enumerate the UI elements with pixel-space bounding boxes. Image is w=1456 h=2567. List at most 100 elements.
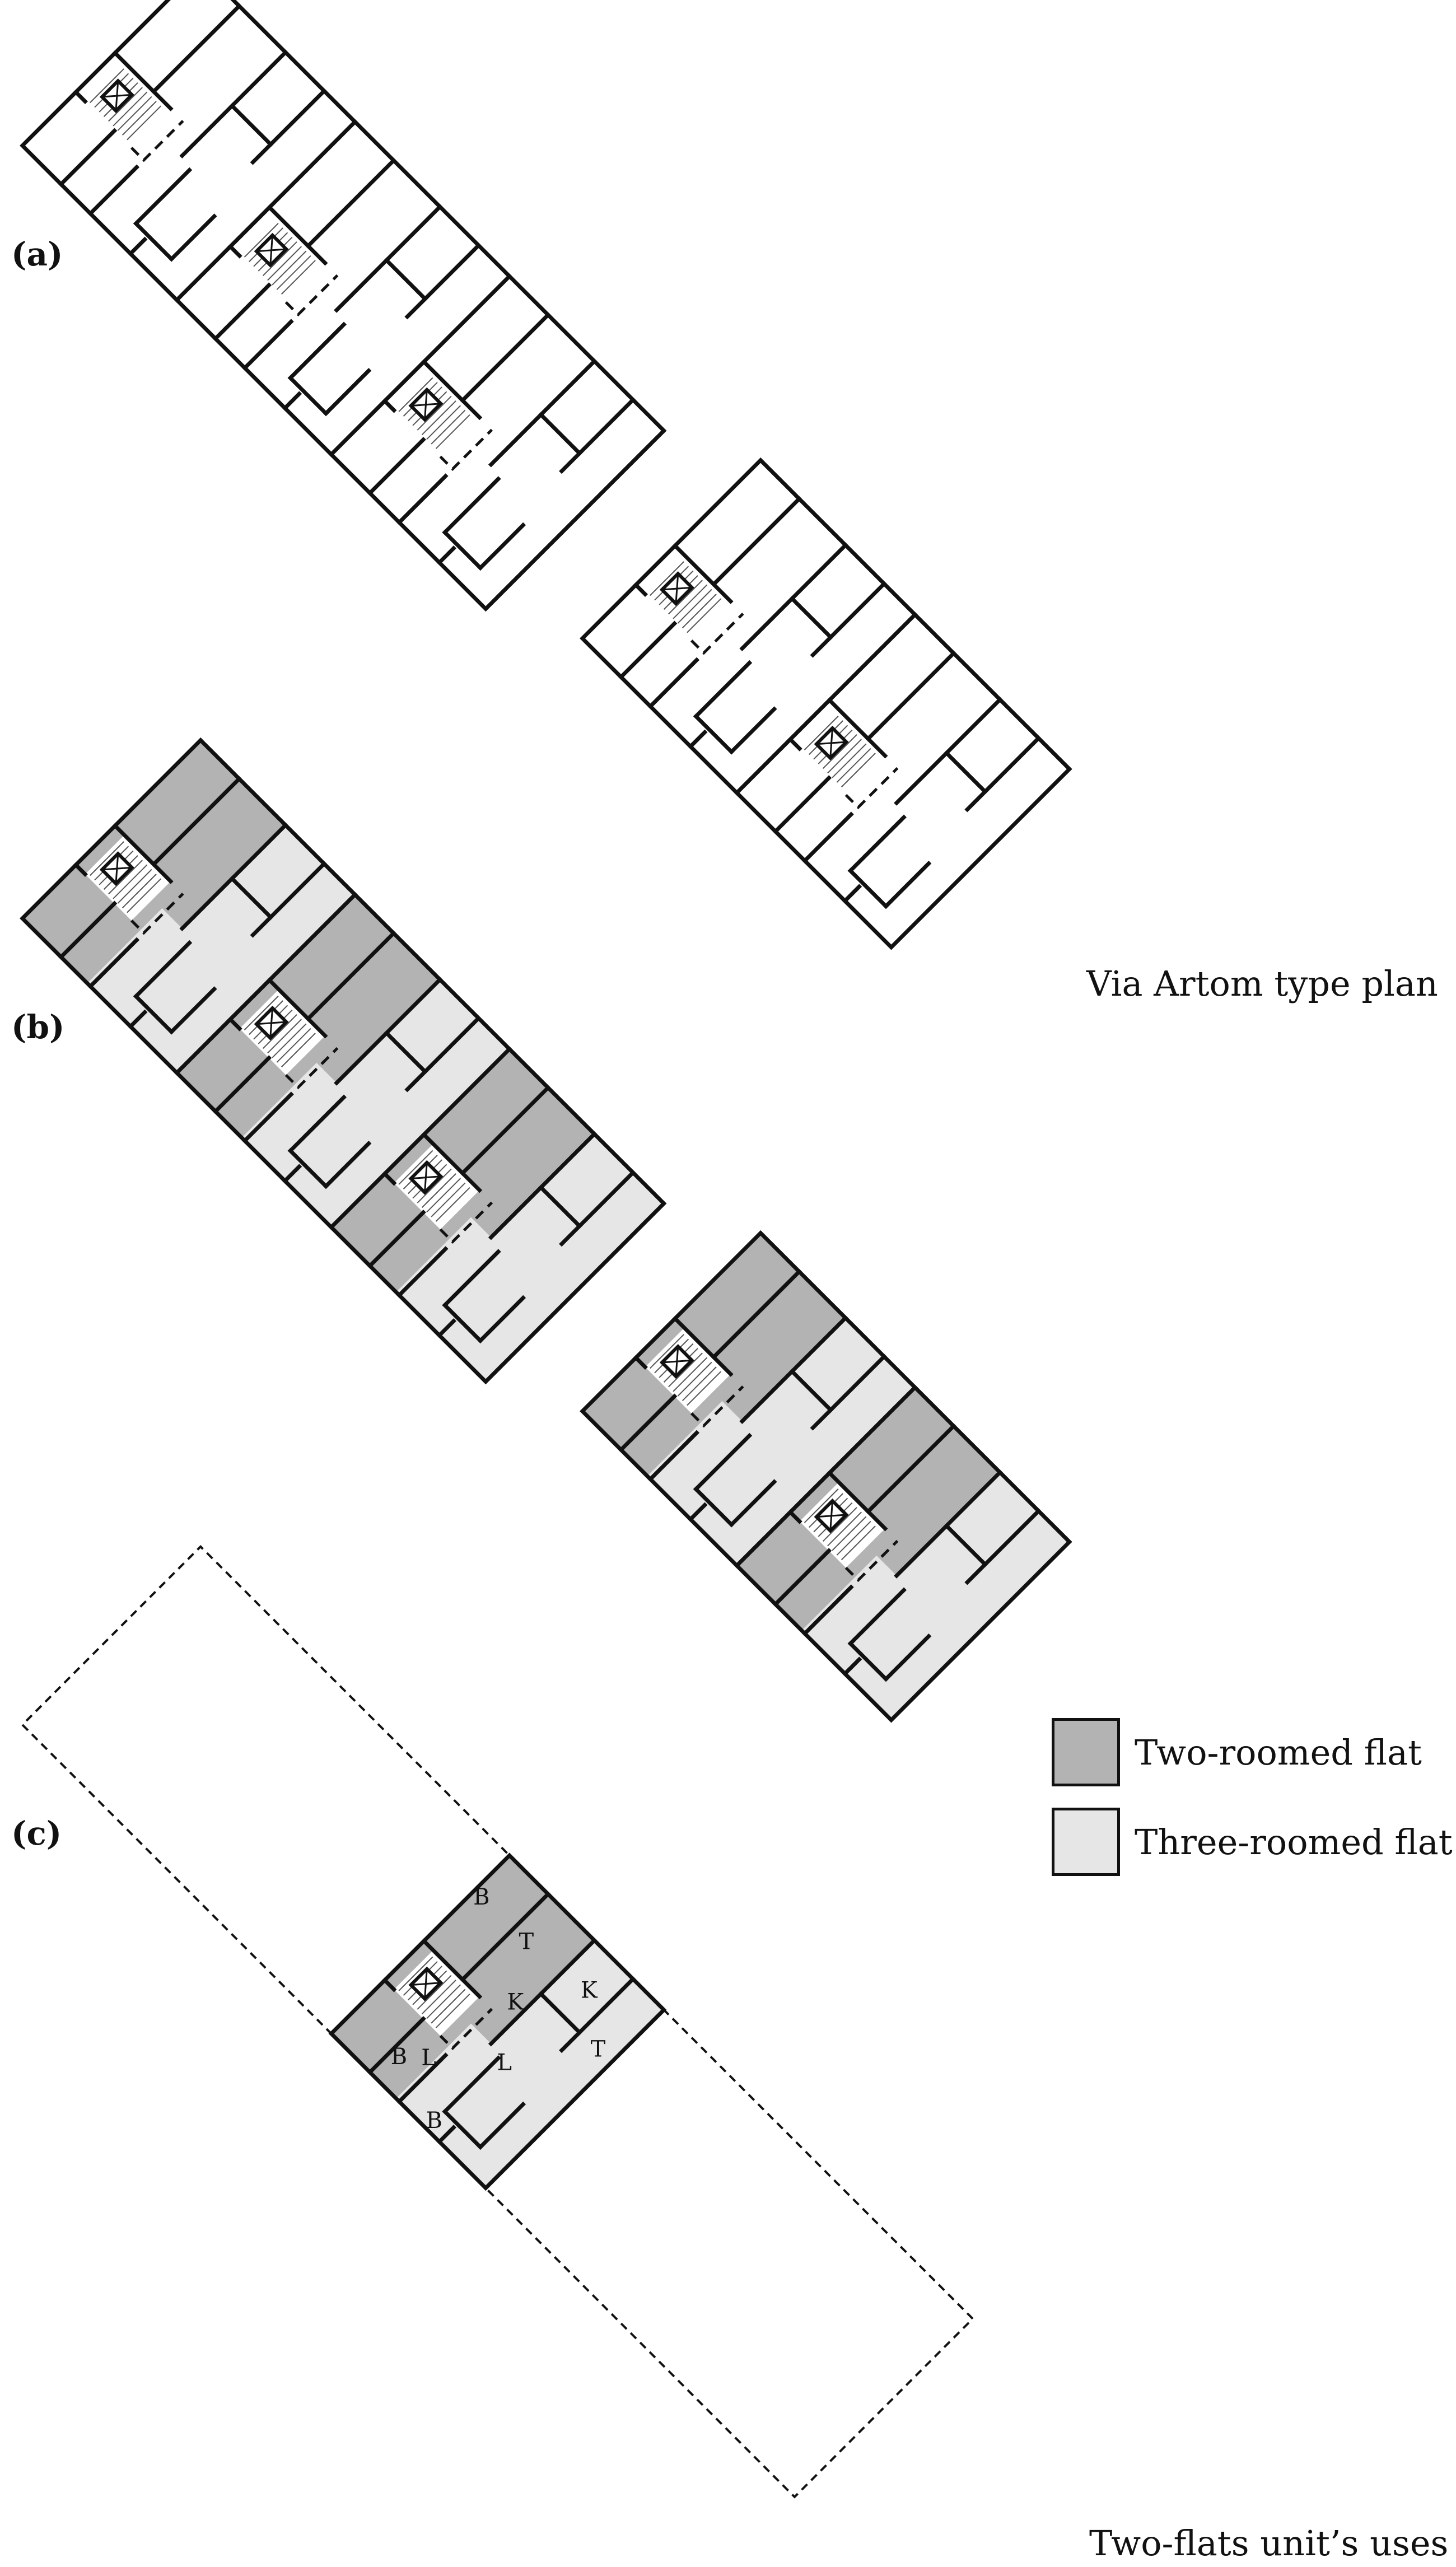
unit-b1-0-stair-tread: [127, 878, 162, 913]
unit-a1-1-wall: [212, 282, 272, 342]
unit-b1-2-stair-tread: [435, 1187, 470, 1222]
unit-b1-1-wall: [287, 1094, 347, 1154]
unit-a1-1-wall: [404, 242, 482, 320]
panel-label-b: (b): [11, 1008, 65, 1046]
unit-c-0-wall: [367, 2016, 426, 2075]
unit-a1-1-stair-tread: [276, 255, 311, 290]
unit-b2-0-wall: [693, 1432, 753, 1492]
unit-b1-1-wall: [287, 1147, 329, 1189]
unit-b1-1-wall: [282, 1164, 302, 1184]
unit-b2-0-stair-tread: [677, 1361, 712, 1397]
unit-b1-0-wall: [229, 875, 274, 920]
unit-a1-0-wall: [87, 164, 140, 217]
legend-swatch-two-room: [1052, 1718, 1120, 1786]
b2-unit: [580, 1230, 918, 1569]
unit-a2-0-stair-tread: [687, 598, 722, 633]
unit-a1-2-stair-core: [394, 371, 480, 457]
unit-a1-0-wall: [58, 128, 118, 187]
unit-b1-2-three-room-area: [396, 1134, 664, 1382]
unit-a1-0-landing-dash: [130, 120, 184, 162]
unit-b2-0-wall: [739, 1315, 848, 1424]
unit-b2-1-wall: [894, 1469, 1003, 1579]
caption-unit: Two-flats unit’s uses: [1089, 2523, 1449, 2564]
b2-unit: [734, 1384, 1072, 1723]
unit-b1-0-lift-cross-b: [115, 853, 119, 884]
unit-b1-2-stair-tread: [421, 1173, 456, 1208]
a1-unit: [328, 273, 667, 612]
unit-b1-2-stair-tread: [431, 1182, 466, 1217]
unit-a1-1-lift-cross-b: [269, 235, 274, 265]
unit-b1-0-stair-tread: [122, 874, 157, 909]
unit-b1-1-three-room-area: [241, 979, 510, 1228]
unit-b1-0-wall: [133, 940, 193, 1000]
unit-a2-1-wall: [865, 650, 956, 742]
unit-a1-1-landing-dash: [284, 274, 339, 317]
unit-b1-1-lift-cross-b: [269, 1008, 274, 1038]
unit-a2-1-stair-tread: [832, 743, 867, 778]
unit-c-0-stair-tread: [398, 1956, 433, 1991]
unit-b1-0-wall: [112, 823, 174, 884]
a1-block: [20, 0, 667, 612]
unit-b1-2-stair-tread: [417, 1168, 452, 1203]
unit-a1-2-wall: [421, 359, 483, 421]
unit-a1-0-stair-tread: [117, 96, 152, 131]
unit-b2-1-stair-tread: [836, 1520, 871, 1556]
b2-block: [580, 1230, 1072, 1723]
unit-b2-1-wall: [827, 1470, 888, 1532]
unit-a1-2-outline: [328, 273, 667, 612]
unit-b1-0-landing-dash: [130, 893, 184, 935]
unit-b2-1-lift-cross-b: [829, 1501, 834, 1531]
unit-b2-1-stair-tread: [827, 1511, 862, 1547]
unit-a2-0-stair-tread: [668, 580, 703, 615]
unit-a2-1-wall: [883, 861, 932, 909]
unit-c-0-wall: [538, 1991, 582, 2036]
unit-b1-0-stair-tread: [117, 869, 152, 904]
unit-b1-0-three-room-area: [87, 825, 355, 1073]
unit-b1-2-wall: [459, 1085, 551, 1176]
unit-c-0-outline: [328, 1852, 667, 2191]
unit-a2-1-stair-tread: [841, 753, 876, 788]
unit-b1-2-wall: [442, 1302, 483, 1344]
unit-a1-1-stair-core: [239, 216, 325, 302]
unit-a1-1-wall: [305, 157, 396, 249]
a2-unit: [734, 612, 1072, 950]
legend-label-three-room: Three-roomed flat: [1135, 1821, 1453, 1863]
unit-b2-1-stair-tread: [822, 1507, 857, 1542]
unit-b1-1-stair-tread: [281, 1033, 316, 1068]
unit-a1-2-wall: [442, 529, 483, 571]
unit-a2-1-wall: [894, 697, 1003, 806]
unit-b2-0-wall: [711, 1268, 802, 1360]
unit-a1-0-lift-cross-b: [115, 81, 119, 111]
unit-b1-2-landing-dash: [439, 1201, 493, 1244]
unit-a1-2-wall: [382, 398, 397, 413]
unit-b1-2-stair-tread: [426, 1178, 461, 1213]
unit-b1-1-stair-tread: [272, 1023, 307, 1058]
unit-a1-1-wall: [384, 257, 428, 302]
unit-a2-0-wall: [739, 542, 848, 651]
legend-item-two-room: Two-roomed flat: [1052, 1718, 1422, 1786]
unit-a1-1-wall: [267, 204, 328, 266]
unit-a2-1-stair-core: [799, 709, 885, 795]
unit-a1-2-stair-tread: [421, 400, 456, 436]
unit-b1-0-wall: [250, 861, 327, 938]
unit-c-0-wall: [382, 1977, 397, 1992]
unit-b1-0-wall: [87, 937, 140, 990]
unit-b2-1-wall: [842, 1656, 862, 1677]
unit-c-0-wall: [459, 1891, 551, 1982]
unit-a2-0-wall: [633, 582, 648, 598]
unit-a2-1-stair-tread: [827, 739, 862, 774]
unit-a2-1-wall: [827, 697, 888, 759]
unit-b1-0-wall: [169, 986, 217, 1035]
a1-unit: [20, 0, 358, 303]
unit-a1-1-wall: [323, 368, 372, 417]
unit-a1-2-wall: [477, 522, 526, 571]
unit-b2-0-stair-tread: [682, 1366, 717, 1402]
unit-a1-1-wall: [287, 321, 347, 381]
unit-b1-2-wall: [488, 1131, 598, 1240]
panel-label-c: (c): [11, 1814, 62, 1852]
unit-b2-0-stair-tread: [668, 1352, 703, 1388]
unit-b2-1-wall: [772, 1548, 832, 1607]
unit-a2-1-three-room-area: [801, 699, 1070, 948]
unit-a1-1-stair-tread: [267, 246, 302, 281]
